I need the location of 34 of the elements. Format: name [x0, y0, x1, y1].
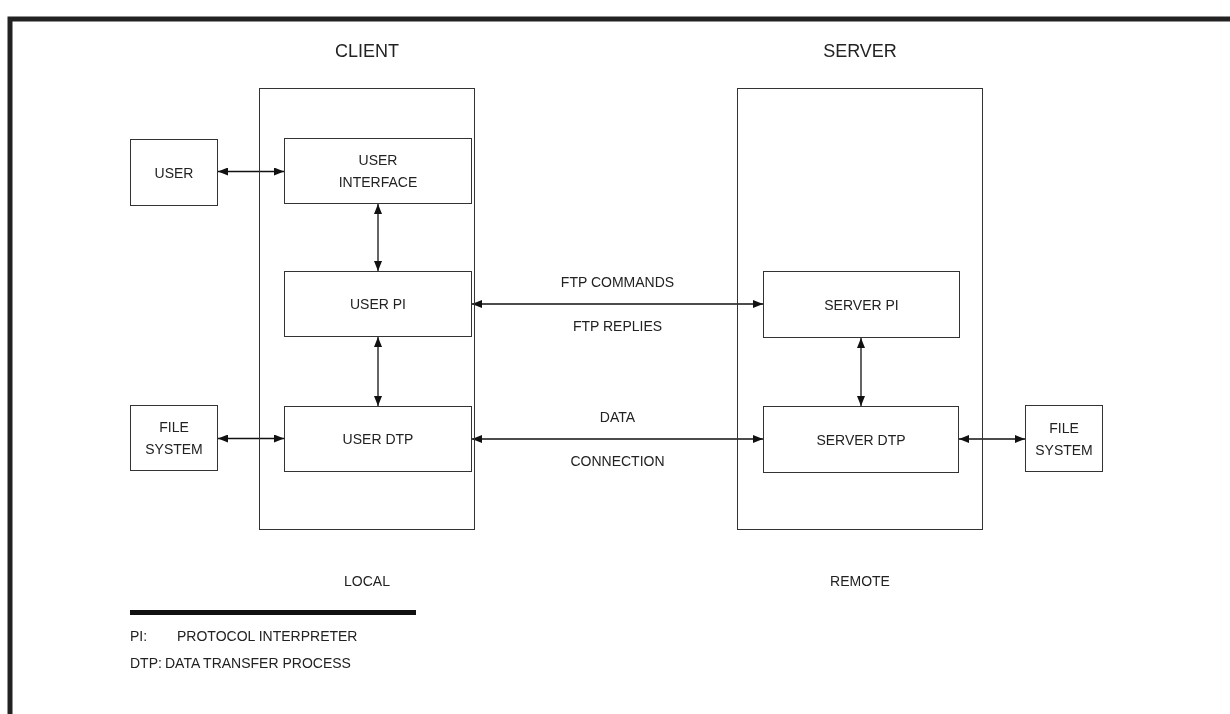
box-label: FILE SYSTEM — [144, 418, 204, 459]
double-arrow — [471, 435, 764, 443]
double-arrow — [958, 435, 1026, 443]
box-label: FILE SYSTEM — [1034, 418, 1094, 460]
process-box — [284, 271, 472, 337]
double-arrow — [374, 336, 382, 407]
group-label: LOCAL — [343, 573, 391, 589]
edge-label: DATA CONNECTION — [569, 408, 666, 471]
group-label: REMOTE — [829, 573, 891, 589]
box-label: SERVER PI — [823, 295, 900, 315]
group-heading: CLIENT — [334, 41, 400, 62]
process-box — [1025, 405, 1103, 472]
double-arrow — [217, 167, 285, 176]
edge-label: FTP COMMANDS FTP REPLIES — [559, 273, 676, 336]
process-box — [763, 271, 960, 338]
legend-text: PROTOCOL INTERPRETER — [177, 628, 358, 644]
double-arrow — [217, 434, 285, 443]
process-box — [763, 406, 959, 473]
group-heading: SERVER — [822, 41, 898, 62]
process-box — [284, 138, 472, 204]
box-label: SERVER DTP — [815, 430, 907, 450]
box-label: USER — [153, 163, 195, 183]
process-box — [130, 405, 218, 471]
box-label: USER INTERFACE — [337, 151, 419, 192]
box-label: USER PI — [349, 295, 407, 314]
process-box — [284, 406, 472, 472]
box-label: USER DTP — [341, 430, 415, 449]
abbreviation: PI: — [130, 628, 148, 644]
double-arrow — [857, 337, 865, 407]
abbreviation: DTP: — [130, 655, 162, 671]
process-box — [130, 139, 218, 206]
double-arrow — [471, 300, 764, 308]
legend-text: DATA TRANSFER PROCESS — [165, 655, 351, 671]
double-arrow — [374, 203, 382, 272]
